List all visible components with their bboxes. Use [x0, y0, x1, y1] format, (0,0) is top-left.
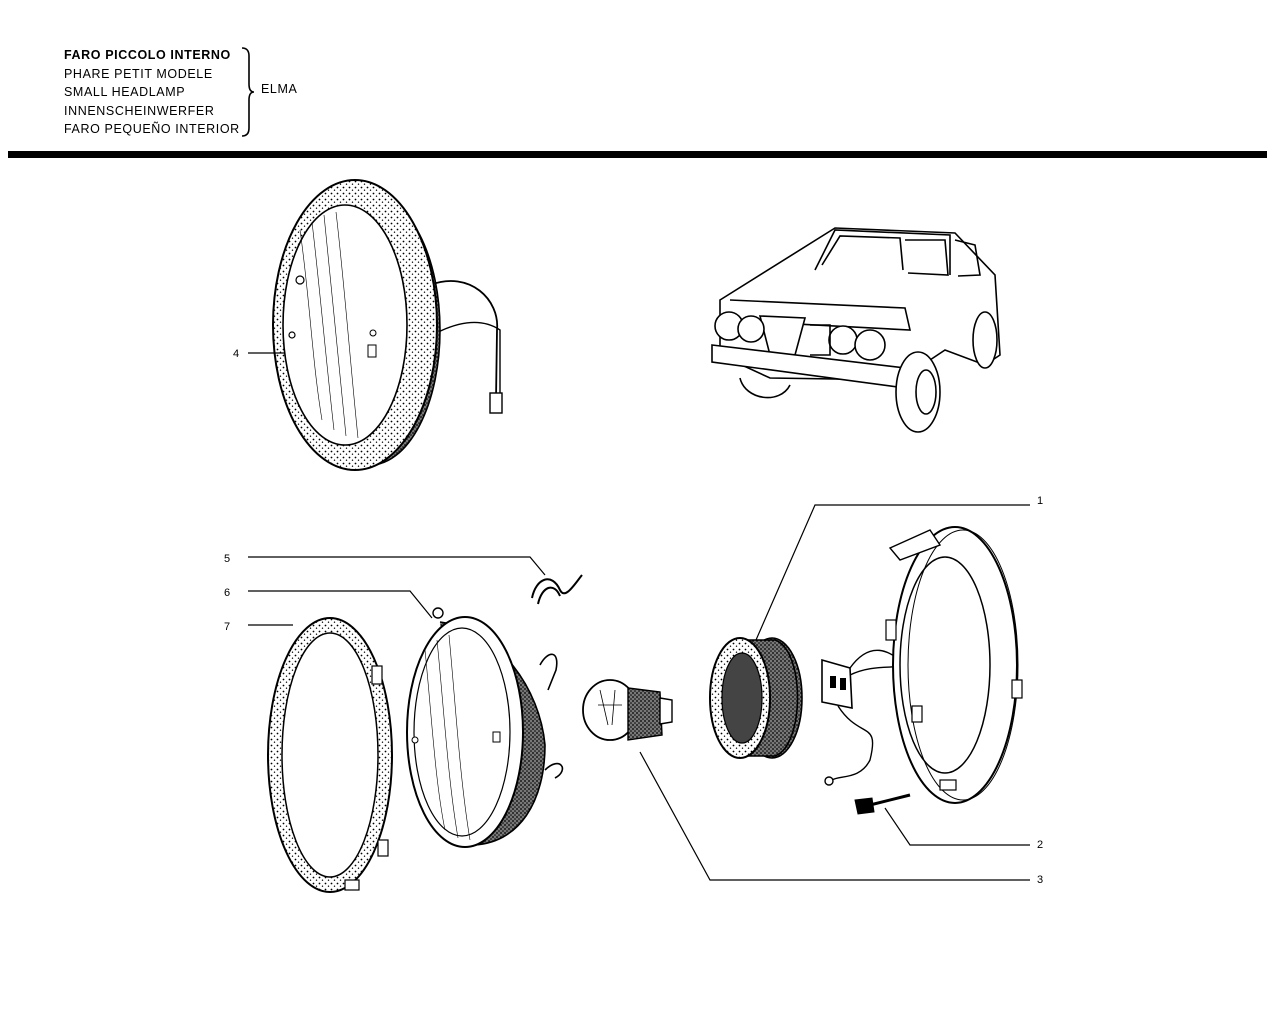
callout-2: 2 — [1037, 839, 1043, 851]
title-italian: FARO PICCOLO INTERNO — [64, 48, 231, 62]
title-french: PHARE PETIT MODELE — [64, 66, 213, 81]
adjusting-screw — [854, 793, 911, 815]
title-spanish: FARO PEQUEÑO INTERIOR — [64, 122, 240, 136]
callout-1: 1 — [1037, 495, 1043, 507]
title-block: FARO PICCOLO INTERNO PHARE PETIT MODELE … — [64, 46, 240, 139]
title-english: SMALL HEADLAMP — [64, 85, 186, 99]
car-illustration — [711, 227, 1001, 433]
spring-clip — [531, 574, 583, 605]
retaining-ring — [267, 617, 393, 893]
mounting-bracket — [885, 526, 1023, 804]
callout-5: 5 — [224, 553, 230, 565]
callout-7: 7 — [224, 621, 230, 633]
callout-3: 3 — [1037, 874, 1043, 886]
title-german: INNENSCHEINWERFER — [64, 103, 215, 118]
callout-6: 6 — [224, 587, 230, 599]
leader-lines — [248, 352, 1030, 881]
bulb — [582, 679, 673, 741]
supplier-label: ELMA — [261, 82, 298, 96]
headlamp-assembly — [272, 179, 503, 471]
callout-4: 4 — [233, 348, 239, 360]
header-rule — [8, 151, 1267, 158]
rubber-boot — [709, 637, 803, 759]
title-brace — [241, 47, 255, 137]
light-unit — [406, 607, 564, 848]
connector-harness — [821, 647, 956, 786]
